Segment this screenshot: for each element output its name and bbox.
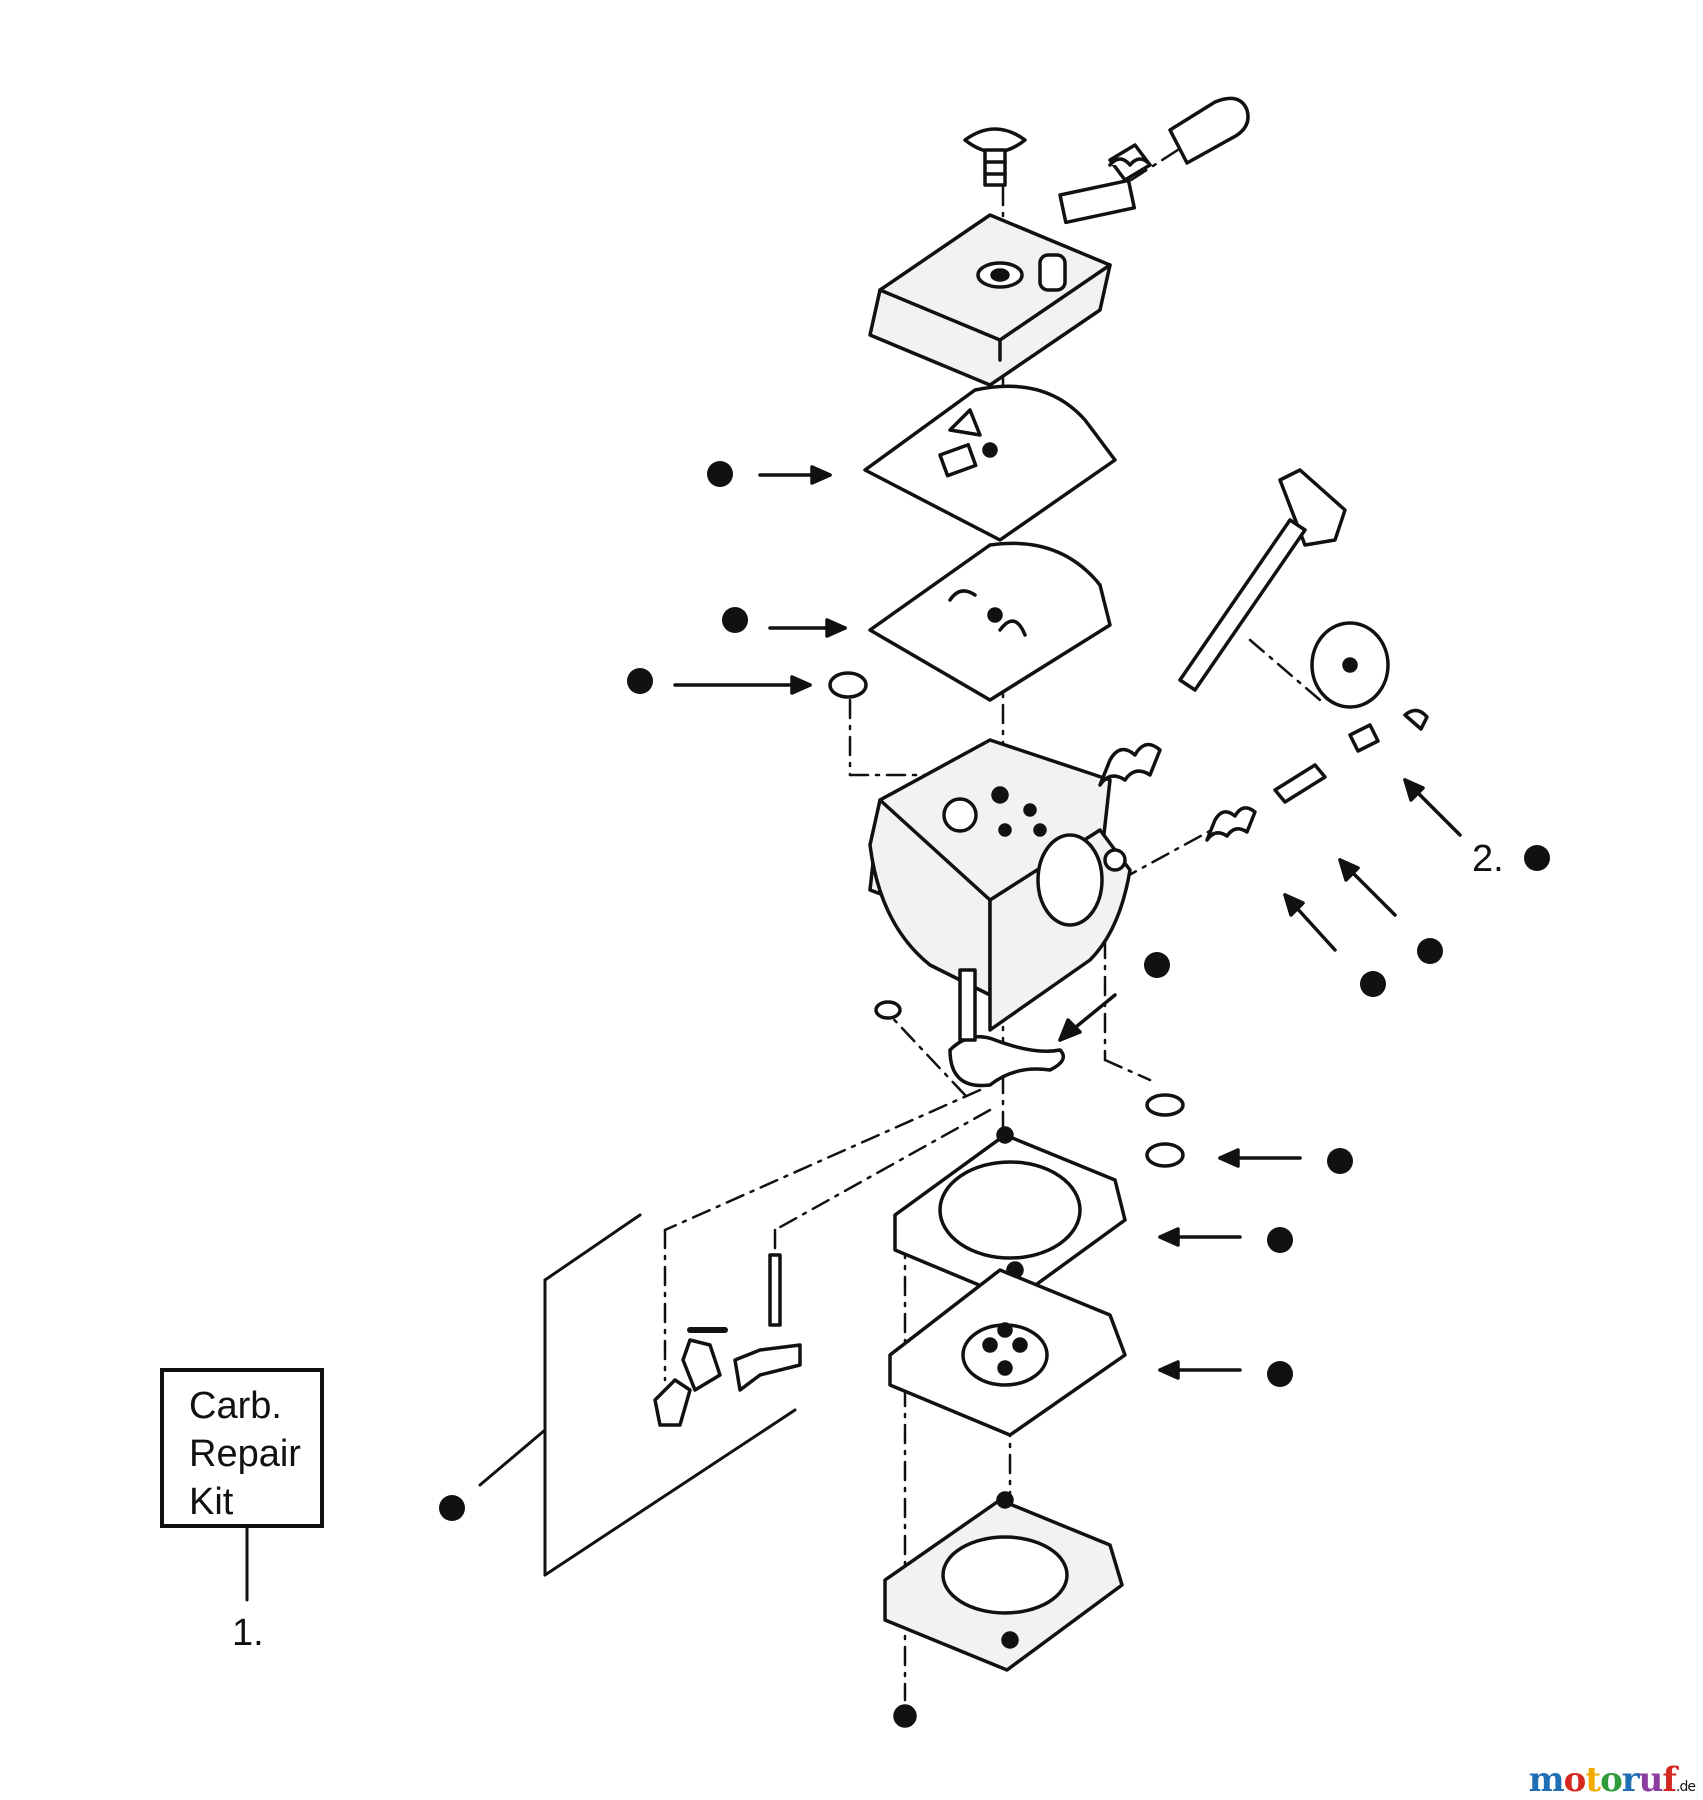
metering-cover <box>868 178 1137 387</box>
top-screw <box>963 127 1027 187</box>
pump-cover <box>883 1491 1124 1672</box>
watermark-letter: r <box>1621 1760 1640 1800</box>
watermark-letter: u <box>1638 1760 1664 1800</box>
kit-marker-dot <box>439 1495 465 1521</box>
kit-markers <box>439 461 1550 1521</box>
idle-needle <box>1098 723 1380 842</box>
diaphragm-1 <box>868 541 1112 702</box>
pump-gasket <box>893 1126 1127 1302</box>
kit-marker-dot <box>707 461 733 487</box>
leader-arrows <box>673 465 1462 1380</box>
small-parts <box>653 1253 802 1427</box>
metering-lever <box>874 968 1185 1168</box>
watermark-name: motoruf <box>1528 1760 1677 1800</box>
kit-marker-dot <box>1144 952 1170 978</box>
inlet-screen <box>828 671 868 699</box>
kit-marker-dot <box>1417 938 1443 964</box>
callout-2: 2. <box>1472 838 1504 880</box>
needle-and-spring <box>1108 96 1250 182</box>
pump-diaphragm <box>888 1268 1127 1437</box>
watermark-tld: .de <box>1676 1779 1696 1795</box>
kit-marker-dot <box>722 607 748 633</box>
watermark-letter: m <box>1528 1760 1565 1800</box>
kit-marker-dot <box>1267 1227 1293 1253</box>
kit-marker-dot <box>1524 845 1550 871</box>
kit-marker-dot <box>1327 1148 1353 1174</box>
carb-repair-kit-label: Carb. Repair Kit <box>160 1368 324 1528</box>
watermark-letter: o <box>1600 1760 1623 1800</box>
carburetor-body <box>868 738 1132 1032</box>
kit-label-line: Repair <box>189 1433 301 1475</box>
kit-label-line: Carb. <box>189 1385 282 1427</box>
kit-marker-dot <box>1360 971 1386 997</box>
gasket-1 <box>863 384 1117 542</box>
kit-label-line: Kit <box>189 1481 234 1523</box>
motoruf-watermark: motoruf.de <box>1528 1760 1696 1800</box>
watermark-letter: f <box>1662 1760 1677 1800</box>
callout-1: 1. <box>232 1612 264 1654</box>
kit-marker-dot <box>1267 1361 1293 1387</box>
watermark-letter: o <box>1563 1760 1587 1800</box>
kit-marker-dot <box>627 668 653 694</box>
kit-bracket <box>245 1213 797 1602</box>
throttle-shaft <box>1178 468 1429 731</box>
watermark-letter: t <box>1585 1760 1601 1800</box>
bottom-screw <box>893 1704 917 1728</box>
